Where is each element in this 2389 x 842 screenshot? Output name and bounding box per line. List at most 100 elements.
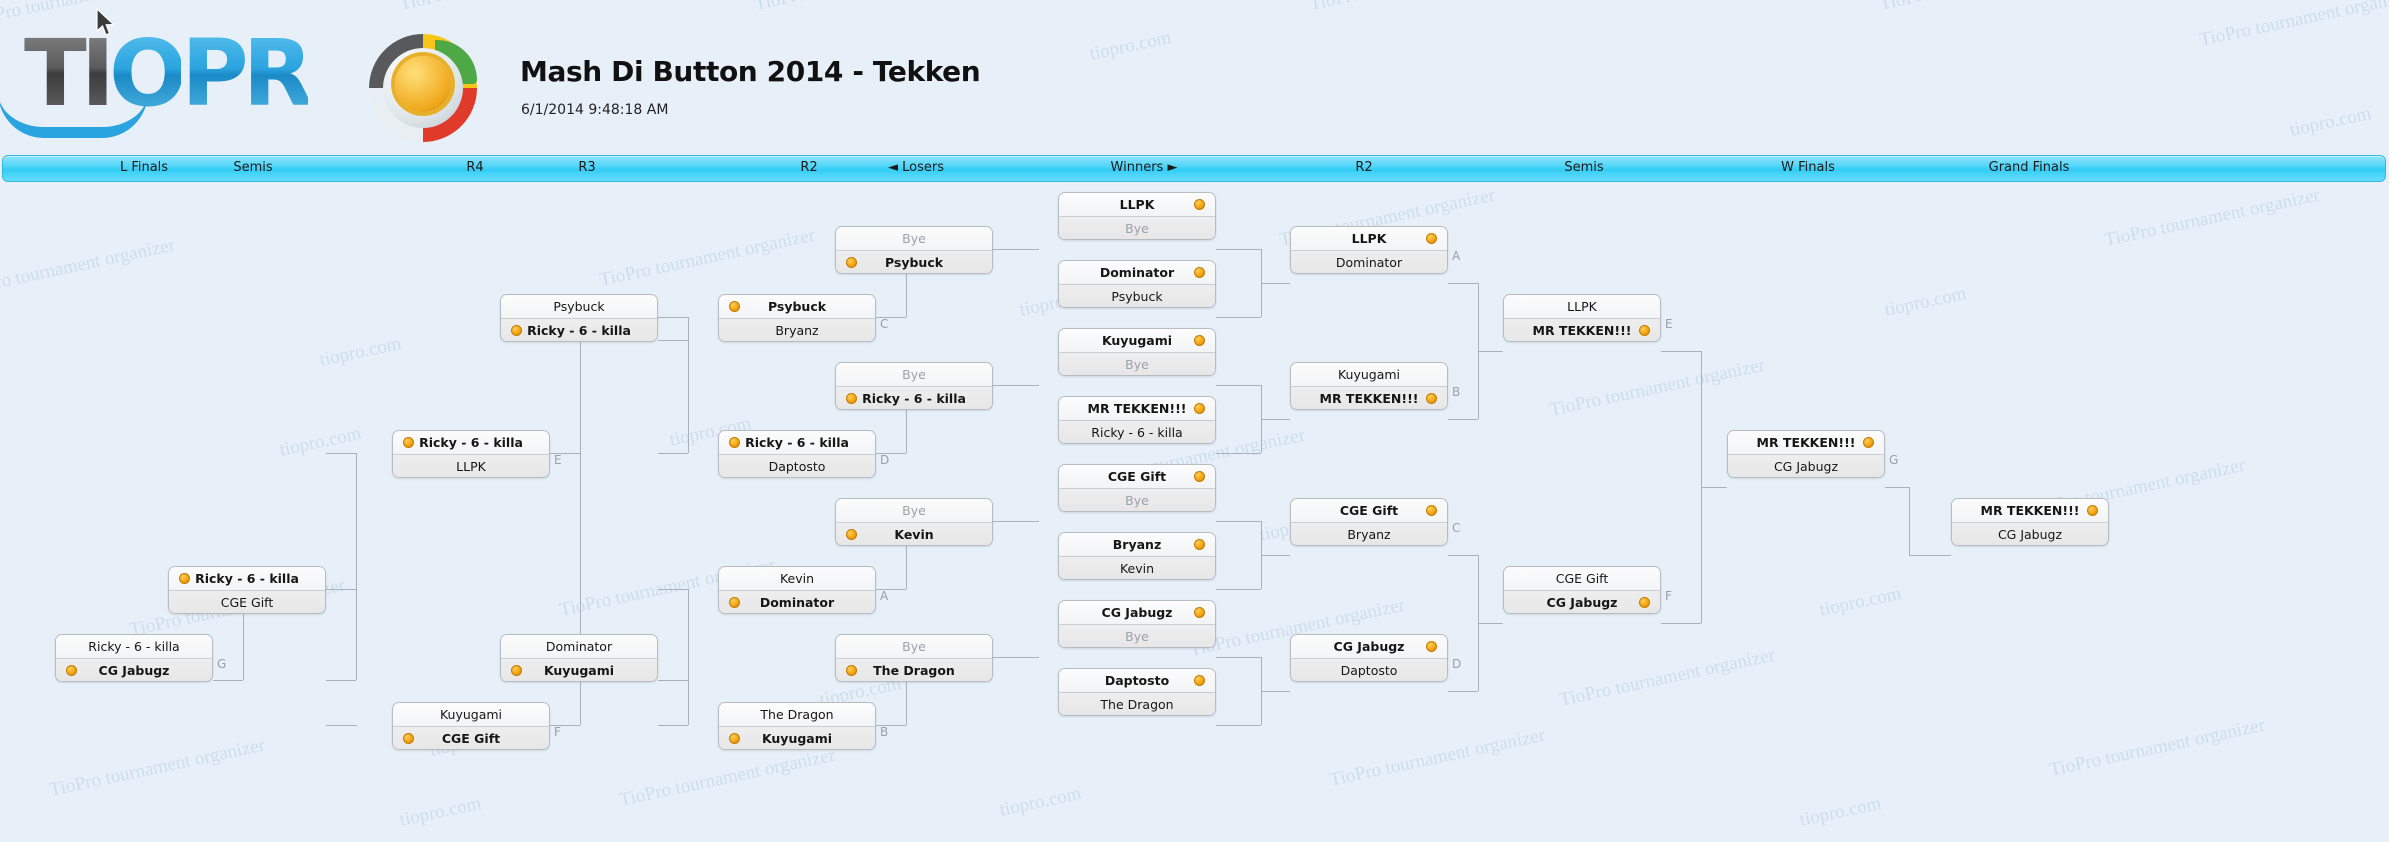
match-slot-bot[interactable]: CG Jabugz (56, 658, 212, 681)
match-slot-bot[interactable]: CG Jabugz (1504, 590, 1660, 613)
match-slot-bot[interactable]: Ricky - 6 - killa (501, 318, 657, 341)
round-label-r2[interactable]: R2 (1355, 160, 1373, 175)
match-slot-bot[interactable]: Bye (1059, 352, 1215, 375)
match-slot-top[interactable]: Bryanz (1059, 533, 1215, 556)
match-slot-top[interactable]: Ricky - 6 - killa (56, 635, 212, 658)
match-slot-bot[interactable]: Ricky - 6 - killa (1059, 420, 1215, 443)
match-slot-bot[interactable]: Ricky - 6 - killa (836, 386, 992, 409)
match-slot-top[interactable]: Kuyugami (393, 703, 549, 726)
round-label-r4[interactable]: R4 (466, 160, 484, 175)
match-slot-bot[interactable]: MR TEKKEN!!! (1504, 318, 1660, 341)
match-slot-bot[interactable]: Psybuck (836, 250, 992, 273)
match-slot-top[interactable]: CGE Gift (1291, 499, 1447, 522)
match-slot-top[interactable]: Bye (836, 499, 992, 522)
match-slot-bot[interactable]: LLPK (393, 454, 549, 477)
match-winners-finals-g[interactable]: MR TEKKEN!!!CG Jabugz (1727, 430, 1885, 478)
match-slot-bot[interactable]: Dominator (719, 590, 875, 613)
match-slot-bot[interactable]: CGE Gift (393, 726, 549, 749)
round-label-l-finals[interactable]: L Finals (119, 160, 169, 175)
match-slot-bot[interactable]: Kevin (1059, 556, 1215, 579)
round-label-r2[interactable]: R2 (800, 160, 818, 175)
match-slot-top[interactable]: MR TEKKEN!!! (1059, 397, 1215, 420)
match-slot-bot[interactable]: Daptosto (1291, 658, 1447, 681)
round-label-grand-finals[interactable]: Grand Finals (1988, 160, 2070, 175)
match-slot-top[interactable]: The Dragon (719, 703, 875, 726)
match-slot-top[interactable]: CG Jabugz (1059, 601, 1215, 624)
match-slot-top[interactable]: Ricky - 6 - killa (719, 431, 875, 454)
match-slot-top[interactable]: Psybuck (719, 295, 875, 318)
match-slot-top[interactable]: Bye (836, 635, 992, 658)
match-slot-bot[interactable]: Kevin (836, 522, 992, 545)
match-slot-top[interactable]: MR TEKKEN!!! (1728, 431, 1884, 454)
round-label-semis[interactable]: Semis (233, 160, 273, 175)
match-slot-top[interactable]: CG Jabugz (1291, 635, 1447, 658)
match-slot-bot[interactable]: Bryanz (719, 318, 875, 341)
match-slot-top[interactable]: CGE Gift (1504, 567, 1660, 590)
match-slot-top[interactable]: Bye (836, 363, 992, 386)
match-winners-r1-4[interactable]: MR TEKKEN!!!Ricky - 6 - killa (1058, 396, 1216, 444)
match-slot-bot[interactable]: CGE Gift (169, 590, 325, 613)
match-slot-top[interactable]: Kuyugami (1059, 329, 1215, 352)
match-slot-bot[interactable]: The Dragon (836, 658, 992, 681)
match-slot-bot[interactable]: Kuyugami (719, 726, 875, 749)
match-slot-top[interactable]: LLPK (1059, 193, 1215, 216)
round-label-losers[interactable]: ◄ Losers (888, 160, 944, 175)
round-label-winners[interactable]: Winners ► (1110, 160, 1178, 175)
round-label-semis[interactable]: Semis (1564, 160, 1604, 175)
match-slot-bot[interactable]: Bye (1059, 488, 1215, 511)
match-slot-top[interactable]: Ricky - 6 - killa (393, 431, 549, 454)
match-slot-bot[interactable]: Bryanz (1291, 522, 1447, 545)
match-slot-bot[interactable]: CG Jabugz (1952, 522, 2108, 545)
match-slot-bot[interactable]: Psybuck (1059, 284, 1215, 307)
round-label-w-finals[interactable]: W Finals (1781, 160, 1835, 175)
match-slot-top[interactable]: MR TEKKEN!!! (1952, 499, 2108, 522)
match-slot-top[interactable]: Bye (836, 227, 992, 250)
match-slot-top[interactable]: Dominator (1059, 261, 1215, 284)
match-slot-top[interactable]: Ricky - 6 - killa (169, 567, 325, 590)
match-slot-top[interactable]: LLPK (1291, 227, 1447, 250)
match-slot-top[interactable]: LLPK (1504, 295, 1660, 318)
match-slot-bot[interactable]: CG Jabugz (1728, 454, 1884, 477)
match-slot-top[interactable]: Kevin (719, 567, 875, 590)
match-slot-bot[interactable]: Daptosto (719, 454, 875, 477)
match-slot-bot[interactable]: Bye (1059, 624, 1215, 647)
match-slot-top[interactable]: Kuyugami (1291, 363, 1447, 386)
match-slot-top[interactable]: Psybuck (501, 295, 657, 318)
match-slot-top[interactable]: Daptosto (1059, 669, 1215, 692)
round-label-r3[interactable]: R3 (578, 160, 596, 175)
match-slot-bot[interactable]: Kuyugami (501, 658, 657, 681)
match-slot-top[interactable]: Dominator (501, 635, 657, 658)
match-slot-bot[interactable]: Dominator (1291, 250, 1447, 273)
match-slot-bot[interactable]: The Dragon (1059, 692, 1215, 715)
match-grand-finals[interactable]: MR TEKKEN!!!CG Jabugz (1951, 498, 2109, 546)
match-slot-bot[interactable]: MR TEKKEN!!! (1291, 386, 1447, 409)
match-slot-top[interactable]: CGE Gift (1059, 465, 1215, 488)
